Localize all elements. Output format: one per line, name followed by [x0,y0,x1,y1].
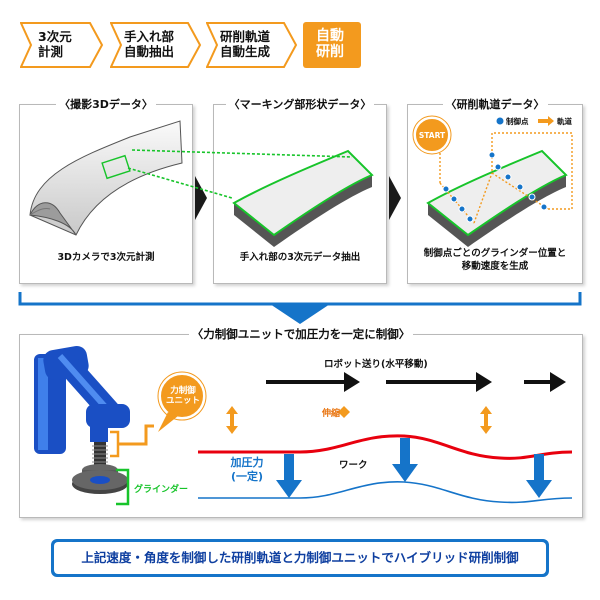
panel-title: 〈マーキング部形状データ〉 [214,96,386,112]
step-label: 手入れ部 自動抽出 [124,29,175,59]
robot-arm-icon [34,345,130,494]
work-label: ワーク [339,460,368,471]
robot-feed-arrows [266,372,566,392]
legend-track: 軌道 [557,116,572,126]
work-surface-line [198,434,573,460]
panel-caption: 制御点ごとのグラインダー位置と 移動速度を生成 [423,248,567,272]
marking-shape-illustration [232,149,374,247]
step-label: 3次元 計測 [38,29,72,59]
panel-caption: 手入れ部の3次元データ抽出 [239,252,361,263]
pressure-arrows [276,438,552,498]
track-legend-icon [538,116,554,126]
panel-marking-shape: 〈マーキング部形状データ〉 手入れ部の3次元データ抽出 [213,98,387,284]
summary-banner: 上記速度・角度を制御した研削軌道と力制御ユニットでハイブリッド研削制御 [51,539,549,577]
offset-surface-line [198,481,573,504]
control-point-legend-icon [496,117,504,125]
section-bracket [18,292,582,324]
step-box-shape [303,22,361,68]
step-arrow-shape [110,22,202,68]
flow-arrow-1 [195,176,207,220]
panel-title: 〈研削軌道データ〉 [408,96,582,112]
step-generate: 研削軌道 自動生成 [206,22,298,68]
step-measure: 3次元 計測 [20,22,104,68]
robot-feed-label: ロボット送り(水平移動) [324,359,428,370]
start-label: START [419,131,446,140]
pressure-label: 加圧力 (一定) [230,456,264,483]
panel-title: 〈撮影3Dデータ〉 [20,96,192,112]
grinding-path-illustration: START 制御点 軌道 [412,115,573,247]
panel-grinding-path: 〈研削軌道データ〉 START 制御点 軌道 制御点ごとのグラインダー位置と 移… [407,98,583,284]
summary-text: 上記速度・角度を制御した研削軌道と力制御ユニットでハイブリッド研削制御 [54,542,546,574]
force-control-illustration [34,345,573,506]
half-pipe-3d-illustration [29,120,183,236]
step-arrow-shape [20,22,104,68]
step-grind: 自動 研削 [303,22,361,68]
legend-point: 制御点 [506,116,529,126]
panel-title: 〈力制御ユニットで加圧力を一定に制御〉 [20,326,582,342]
step-extract: 手入れ部 自動抽出 [110,22,202,68]
step-label: 自動 研削 [316,28,344,60]
panel-caption: 3Dカメラで3次元計測 [57,252,155,263]
stroke-diamond-icon [338,406,350,418]
panel-3d-capture: 〈撮影3Dデータ〉 3Dカメラで3次元計測 [19,98,193,284]
force-unit-label: 力制御 ユニット [165,386,200,406]
flow-arrow-2 [389,176,401,220]
stroke-label: 伸縮 [322,409,341,419]
stroke-arrow-icon [226,406,492,434]
step-arrow-shape [206,22,298,68]
grinder-label: グラインダー [134,485,189,495]
step-label: 研削軌道 自動生成 [220,29,271,59]
